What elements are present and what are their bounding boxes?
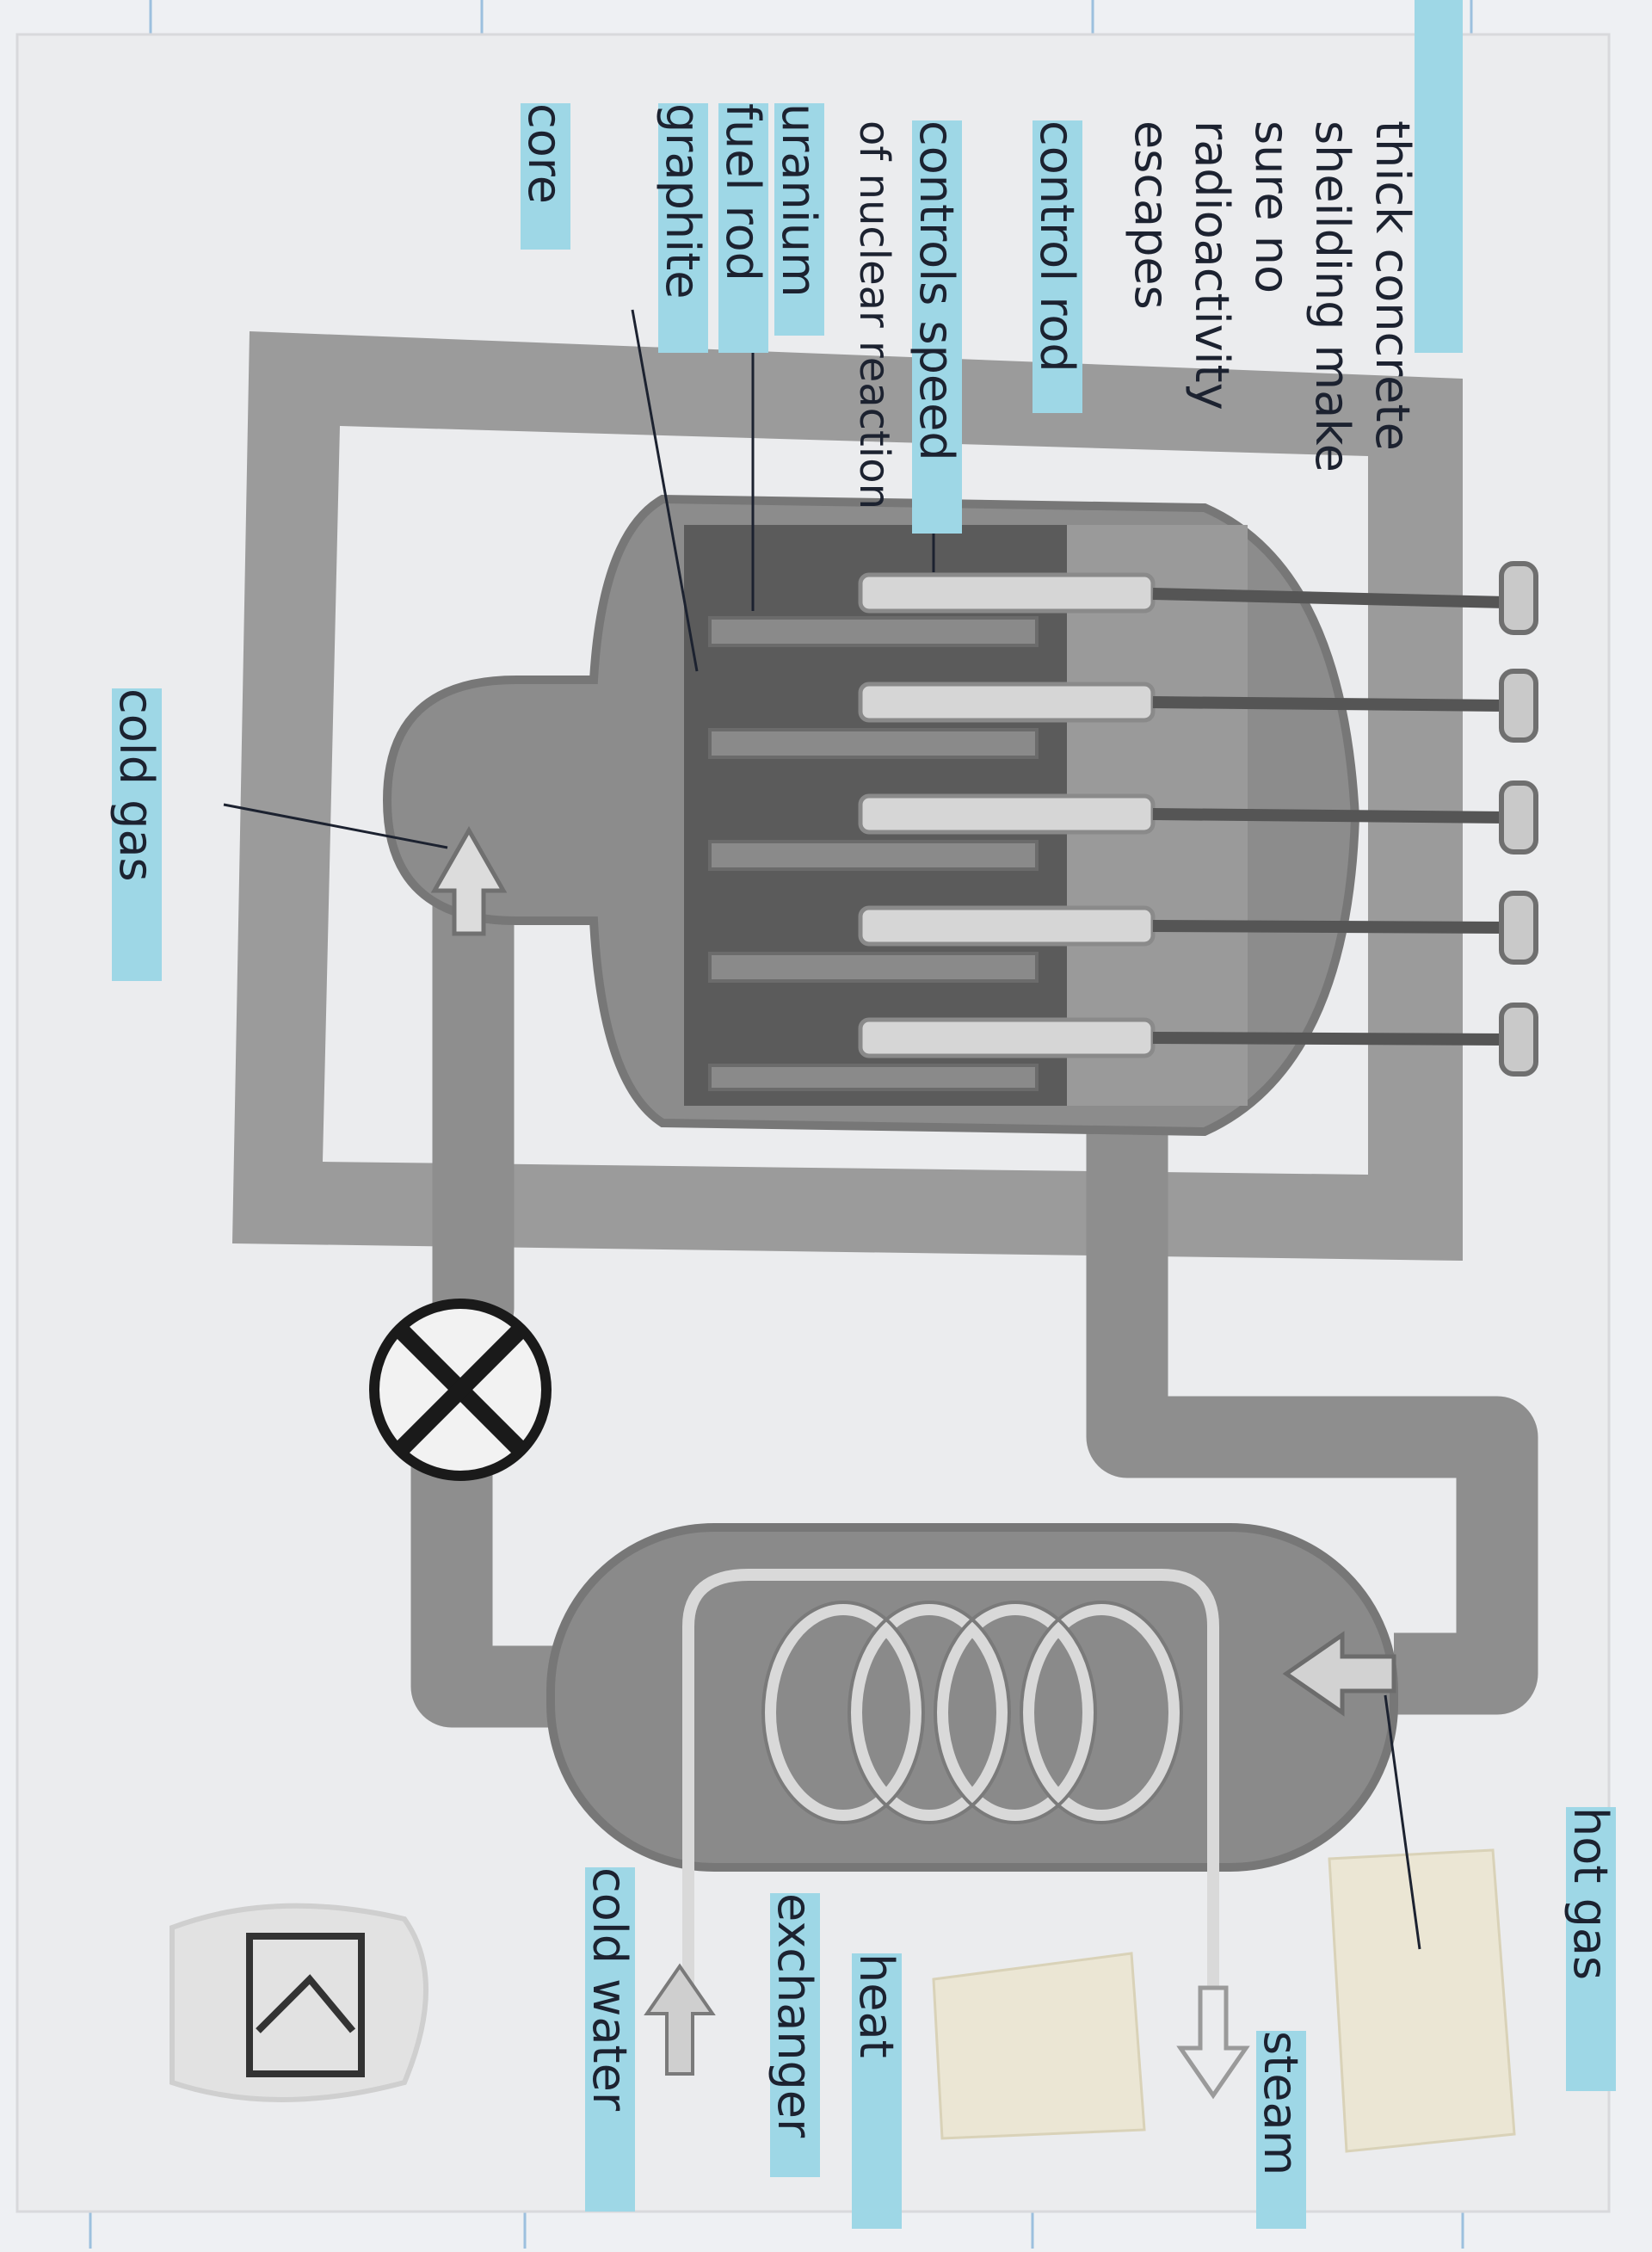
label-cold-gas-block: cold gas — [109, 688, 163, 981]
control-rod — [858, 682, 1156, 723]
label-shielding-3: sure no — [1245, 120, 1299, 293]
label-control-rod-block: control rod controls speed of nuclear re… — [850, 120, 1084, 534]
fuel-rod — [708, 1064, 1039, 1091]
cold-gas-arrow — [430, 825, 508, 936]
cold-water-arrow — [644, 1963, 716, 2076]
label-shielding-block: thick concrete sheilding make sure no ra… — [1125, 0, 1463, 472]
fuel-rods — [708, 616, 1039, 1091]
fuel-rod — [708, 952, 1039, 983]
control-rods — [858, 572, 1156, 1058]
label-hot-gas-block: hot gas — [1563, 1807, 1618, 2091]
heat-exchanger-coil — [682, 1569, 1219, 1988]
label-steam: steam — [1254, 2031, 1308, 2175]
heat-exchanger-vessel — [546, 1523, 1398, 1872]
label-steam-block: steam — [1254, 2031, 1308, 2229]
steam-arrow — [1176, 1985, 1250, 2100]
label-fuel-rod-block: uranium fuel rod graphite — [656, 103, 826, 353]
label-shielding-2: sheilding make — [1305, 120, 1359, 472]
label-control-rod-desc-2: of nuclear reaction — [850, 120, 898, 509]
label-exchanger: exchanger — [767, 1893, 822, 2138]
label-heat: heat — [849, 1953, 903, 2058]
label-core-block: core — [518, 103, 572, 250]
control-rod-shafts — [1152, 588, 1507, 1046]
hot-gas-pipe — [1086, 1119, 1538, 1715]
label-shielding-1: thick concrete — [1365, 120, 1420, 451]
fuel-rod — [708, 728, 1039, 759]
rod-handle — [1499, 780, 1538, 855]
heat-exchanger-coil-outline — [761, 1601, 1183, 1824]
concrete-shielding — [232, 331, 1463, 1261]
label-control-rod: control rod — [1030, 120, 1084, 373]
label-shielding-4: radioactivity — [1185, 120, 1239, 410]
control-rod — [858, 1017, 1156, 1058]
control-rod — [858, 572, 1156, 614]
rod-handle — [1499, 561, 1538, 635]
fuel-rod — [708, 840, 1039, 871]
publisher-logo — [170, 1903, 428, 2102]
rod-handle — [1499, 1003, 1538, 1077]
label-cold-gas: cold gas — [109, 688, 163, 882]
label-shielding-5: escapes — [1125, 120, 1179, 310]
masking-tape — [932, 1848, 1516, 2153]
label-heat-exchanger-block: heat exchanger — [767, 1893, 903, 2229]
control-rod-handles — [1499, 561, 1538, 1077]
label-core: core — [518, 103, 572, 204]
control-rod — [858, 905, 1156, 947]
hot-gas-inlet-arrow — [1282, 1631, 1396, 1717]
rod-handle — [1499, 669, 1538, 743]
rod-handle — [1499, 891, 1538, 965]
label-fuel-rod-1: uranium — [772, 103, 826, 298]
label-graphite: graphite — [656, 103, 710, 299]
label-cold-water-block: cold water — [583, 1867, 637, 2212]
gas-circulator-pump — [369, 1299, 552, 1481]
label-control-rod-desc-1: controls speed — [909, 120, 964, 461]
fuel-rod — [708, 616, 1039, 647]
label-fuel-rod-2: fuel rod — [716, 103, 770, 281]
annotations: thick concrete sheilding make sure no ra… — [109, 0, 1618, 2229]
label-hot-gas: hot gas — [1563, 1807, 1618, 1980]
control-rod — [858, 793, 1156, 835]
label-cold-water: cold water — [583, 1867, 637, 2112]
